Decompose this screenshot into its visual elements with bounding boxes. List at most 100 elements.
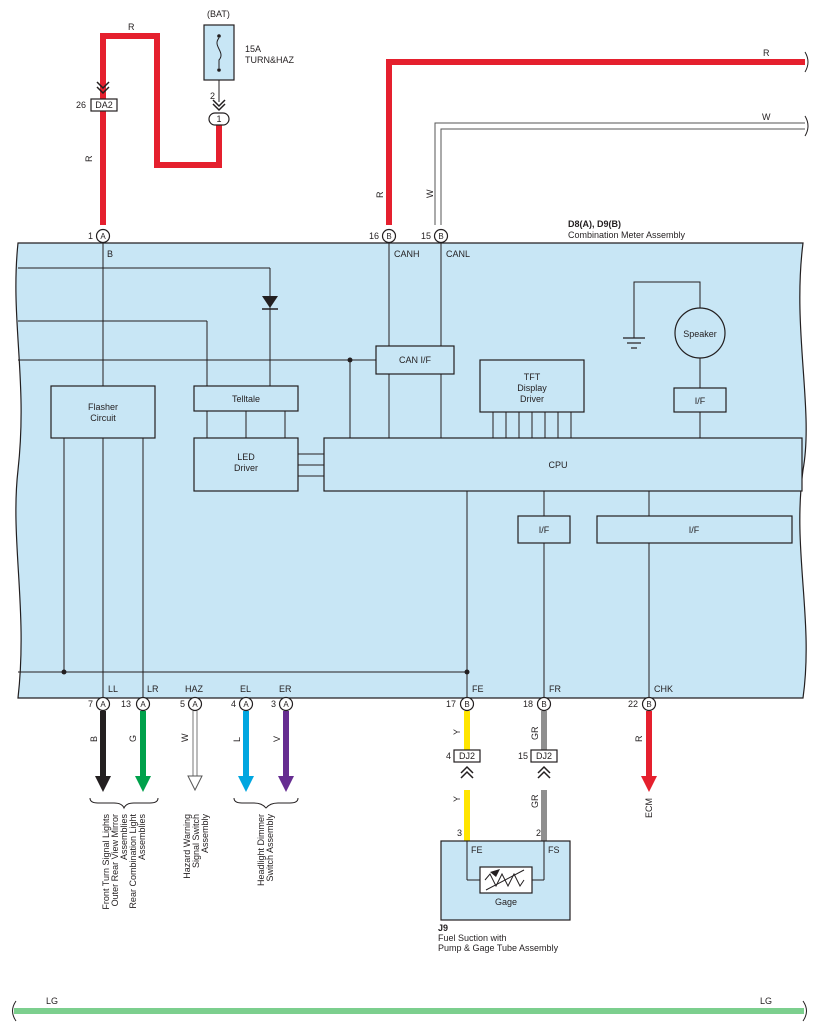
top-pin-16-conn: B (386, 232, 391, 241)
wire-color-fr: GR (530, 726, 540, 740)
bottom-pin-13-number: 13 (121, 699, 131, 709)
bottom-pin-13-name: LR (147, 684, 159, 694)
dj2-connector-fr: DJ2 15 (518, 749, 558, 763)
output-wires (95, 711, 657, 841)
top-pin-16-name: CANH (394, 249, 420, 259)
bottom-pin-3-name: ER (279, 684, 292, 694)
bottom-pin-22-conn: B (646, 700, 651, 709)
bottom-pin-7-name: LL (108, 684, 118, 694)
fuse-name: TURN&HAZ (245, 55, 295, 65)
bottom-pin-3-conn: A (283, 700, 289, 709)
wire-color-w-vertical: W (425, 189, 435, 198)
gauge-name-2: Pump & Gage Tube Assembly (438, 943, 559, 953)
fuse (203, 24, 235, 126)
wire-color-r-vertical: R (375, 191, 385, 198)
da2-connector (90, 81, 118, 112)
flasher-label-2: Circuit (90, 413, 116, 423)
flasher-circuit-block (50, 385, 156, 439)
bottom-pin-22: B 22 CHK (628, 684, 673, 712)
top-pin-15: B 15 CANL (421, 228, 470, 259)
dest-lights-3: Assemblies (119, 814, 129, 861)
bottom-pin-22-name: CHK (654, 684, 673, 694)
wire-color-r-left-vertical: R (84, 155, 94, 162)
top-pin-16-number: 16 (369, 231, 379, 241)
dest-lights-5: Assemblies (137, 814, 147, 861)
fuse-amps: 15A (245, 44, 261, 54)
bottom-pin-17-conn: B (464, 700, 469, 709)
wire-color-haz: W (180, 733, 190, 742)
bottom-pin-22-number: 22 (628, 699, 638, 709)
bottom-pin-7: A 7 LL (88, 684, 118, 712)
speaker-block (674, 307, 726, 359)
bottom-pin-5: A 5 HAZ (180, 684, 204, 712)
wire-color-fe-lower: Y (452, 796, 462, 802)
gage-internal (466, 841, 545, 894)
wire-color-lr: G (128, 735, 138, 742)
telltale-block (193, 385, 299, 412)
chk-if-label: I/F (689, 525, 700, 535)
dest-hazard-3: Assembly (200, 814, 210, 854)
wire-color-w-right: W (762, 112, 771, 122)
da2-label: DA2 (95, 100, 113, 110)
wire-color-chk: R (634, 735, 644, 742)
lg-label-left: LG (46, 996, 58, 1006)
dest-lights-2: Outer Rear View Mirror (110, 814, 120, 906)
dj2-fr-label: DJ2 (536, 751, 552, 761)
led-driver-block (193, 437, 299, 492)
bottom-pin-7-number: 7 (88, 699, 93, 709)
meter-name: Combination Meter Assembly (568, 230, 686, 240)
dest-lights-1: Front Turn Signal Lights (101, 814, 111, 910)
bottom-pin-3: A 3 ER (271, 684, 294, 712)
fr-if-block (517, 515, 571, 544)
top-pin-1-name: B (107, 249, 113, 259)
speaker-label: Speaker (683, 329, 717, 339)
wire-color-fr-lower: GR (530, 794, 540, 808)
gauge-id: J9 (438, 923, 448, 933)
lights-brace (89, 797, 159, 810)
meter-id: D8(A), D9(B) (568, 219, 621, 229)
tft-label-2: Display (517, 383, 547, 393)
wire-color-r-left: R (128, 22, 135, 32)
fuse-source-label: (BAT) (207, 9, 230, 19)
gauge-name-1: Fuel Suction with (438, 933, 507, 943)
lg-label-right: LG (760, 996, 772, 1006)
speaker-if-block (673, 387, 727, 413)
can-if-block (375, 345, 455, 375)
can-if-label: CAN I/F (399, 355, 432, 365)
fuse-pin-number: 2 (210, 91, 215, 101)
gauge-pin-2: 2 (536, 828, 541, 838)
dest-headlight-1: Headlight Dimmer (256, 814, 266, 886)
top-pin-15-conn: B (438, 232, 443, 241)
fuse-connector-number: 1 (216, 114, 221, 124)
top-pin-15-number: 15 (421, 231, 431, 241)
da2-pin-number: 26 (76, 100, 86, 110)
top-pin-1-conn: A (100, 232, 106, 241)
wire-color-fe: Y (452, 729, 462, 735)
speaker-if-label: I/F (695, 396, 706, 406)
gauge-pin-fs-label: FS (548, 845, 560, 855)
fr-if-label: I/F (539, 525, 550, 535)
tft-display-driver-block (479, 359, 585, 413)
bottom-pin-4-name: EL (240, 684, 251, 694)
bottom-pin-18-name: FR (549, 684, 561, 694)
gage-label: Gage (495, 897, 517, 907)
dest-ecm: ECM (644, 798, 654, 818)
dest-hazard-1: Hazard Warning (182, 814, 192, 879)
dj2-fr-pin: 15 (518, 751, 528, 761)
cpu-label: CPU (548, 460, 567, 470)
dest-hazard-2: Signal Switch (191, 814, 201, 868)
dj2-connector-fe: DJ2 4 (446, 749, 481, 763)
chk-if-block (596, 515, 793, 544)
bottom-pin-5-conn: A (192, 700, 198, 709)
bottom-pin-5-name: HAZ (185, 684, 204, 694)
gauge-pin-3: 3 (457, 828, 462, 838)
bottom-pin-7-conn: A (100, 700, 106, 709)
cpu-block (323, 437, 803, 492)
bottom-pin-18-conn: B (541, 700, 546, 709)
gauge-pin-fe-label: FE (471, 845, 483, 855)
telltale-label: Telltale (232, 394, 260, 404)
flasher-label-1: Flasher (88, 402, 118, 412)
bottom-pin-3-number: 3 (271, 699, 276, 709)
bottom-pin-17-number: 17 (446, 699, 456, 709)
top-pin-1: A 1 B (88, 228, 113, 259)
